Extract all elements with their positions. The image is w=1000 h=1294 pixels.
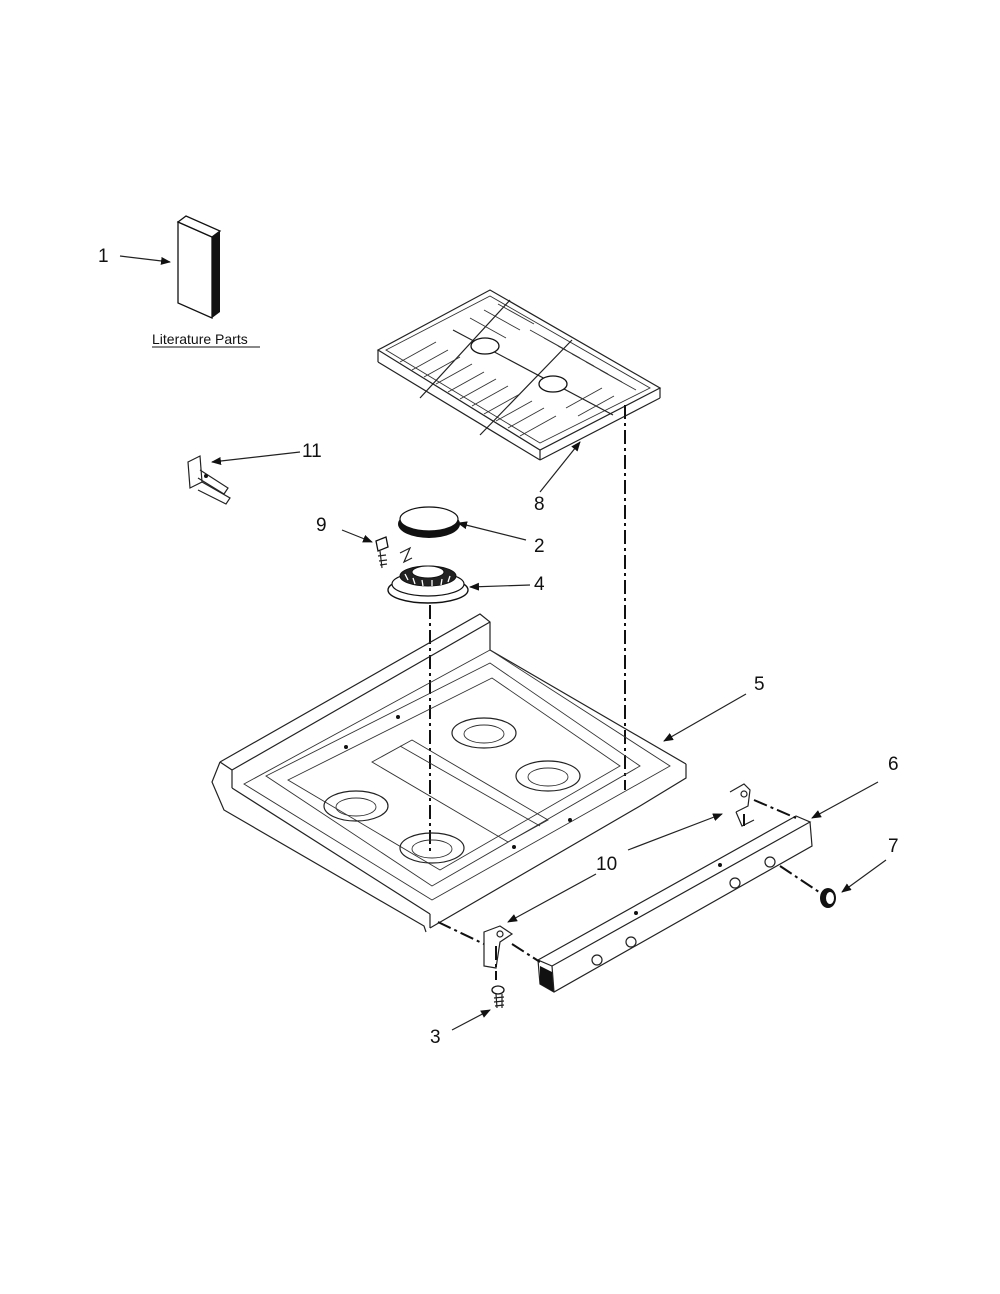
callout-7: 7 <box>888 836 899 857</box>
knob <box>820 888 836 908</box>
burner-base <box>387 565 469 604</box>
assembly-dash-lines <box>437 799 823 980</box>
screw-9 <box>375 536 413 569</box>
callout-4: 4 <box>534 574 545 595</box>
callout-5: 5 <box>754 674 765 695</box>
callout-10: 10 <box>596 854 617 875</box>
callout-1: 1 <box>98 246 109 267</box>
callout-9: 9 <box>316 515 327 536</box>
burner-cap <box>398 506 460 538</box>
cooktop-grate <box>376 289 662 461</box>
callout-6: 6 <box>888 754 899 775</box>
bracket-10-lower <box>483 925 514 969</box>
callout-3: 3 <box>430 1027 441 1048</box>
callout-8: 8 <box>534 494 545 515</box>
literature-parts-label: Literature Parts <box>152 331 248 347</box>
bracket-10-upper <box>729 783 755 827</box>
literature-booklet <box>176 215 222 319</box>
manifold-panel <box>536 815 813 993</box>
leader-arrows <box>119 255 887 1031</box>
burner-bracket <box>187 455 231 505</box>
cooktop <box>211 613 687 933</box>
callout-2: 2 <box>534 536 545 557</box>
callout-11: 11 <box>302 441 322 462</box>
screw-3 <box>491 985 505 1009</box>
